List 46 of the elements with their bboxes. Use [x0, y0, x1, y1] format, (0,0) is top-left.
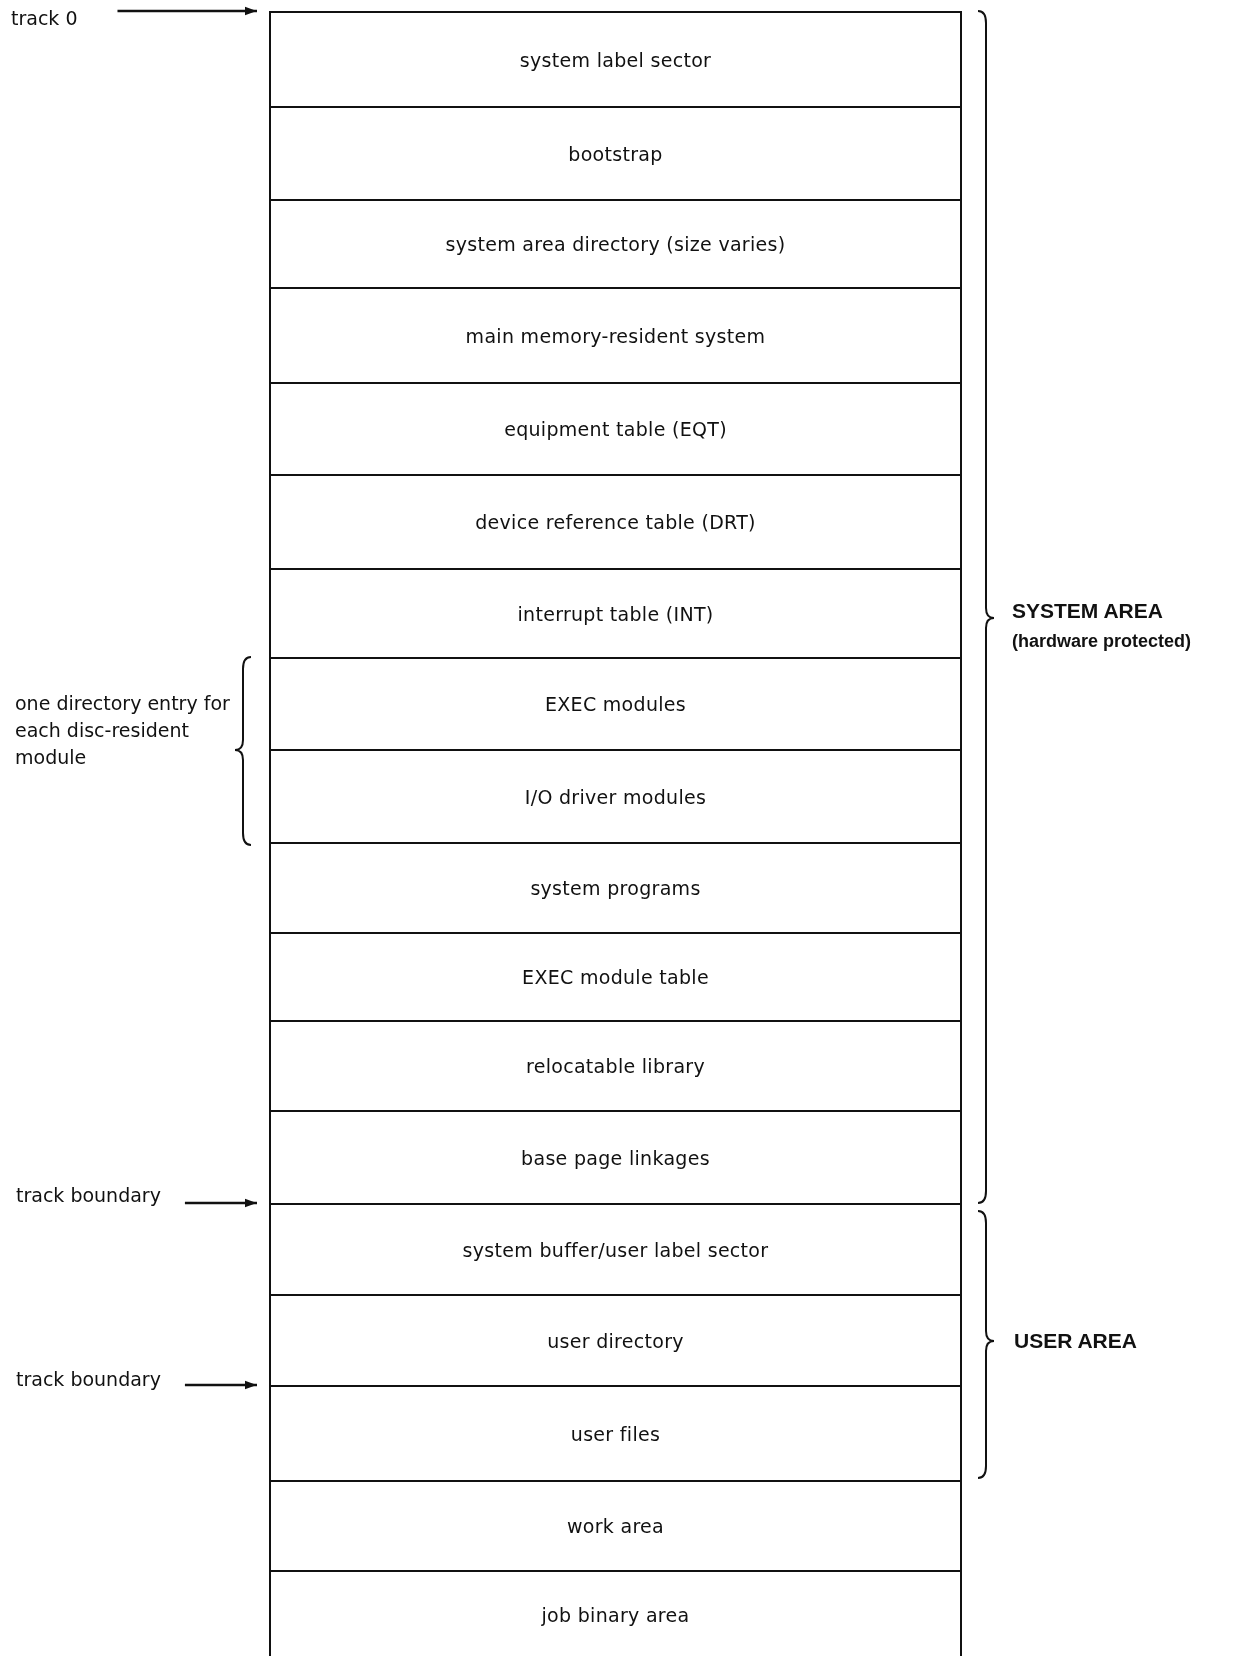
memory-region-box: [269, 657, 962, 749]
memory-region-box: [269, 382, 962, 474]
memory-region-box: [269, 749, 962, 842]
region-label: user files: [570, 1422, 661, 1445]
region-label: system label sector: [519, 48, 712, 71]
memory-region-box: [269, 1110, 962, 1203]
area-label: SYSTEM AREA: [1012, 598, 1163, 624]
arrow: [184, 1198, 257, 1208]
region-label: system area directory (size varies): [445, 233, 786, 255]
memory-region-box: [269, 1020, 962, 1110]
memory-region-box: [269, 1385, 962, 1480]
region-label: relocatable library: [525, 1055, 706, 1077]
memory-region-box: [269, 287, 962, 382]
memory-region-box: [269, 1203, 962, 1294]
region-label: main memory-resident system: [465, 324, 766, 347]
pointer-label: track boundary: [16, 1182, 161, 1209]
region-label: work area: [566, 1515, 665, 1537]
memory-region-box: [269, 11, 962, 106]
region-label: EXEC modules: [544, 693, 686, 715]
region-label: bootstrap: [568, 142, 663, 165]
region-label: base page linkages: [521, 1146, 710, 1169]
pointer-label: track 0: [11, 5, 78, 32]
region-label: I/O driver modules: [524, 785, 707, 808]
memory-region-box: [269, 842, 962, 932]
memory-region-box: [269, 1480, 962, 1570]
arrow: [117, 6, 257, 16]
memory-region-box: [269, 1294, 962, 1385]
region-label: equipment table (EQT): [504, 418, 727, 440]
region-label: user directory: [547, 1329, 684, 1352]
memory-region-box: [269, 932, 962, 1020]
region-label: EXEC module table: [522, 966, 709, 988]
area-label: one directory entry for each disc-resident module: [15, 691, 231, 770]
area-label: (hardware protected): [1012, 630, 1192, 653]
arrow: [184, 1380, 257, 1390]
memory-region-box: [269, 106, 962, 199]
region-label: job binary area: [541, 1604, 690, 1626]
region-label: interrupt table (INT): [517, 602, 714, 625]
area-label: USER AREA: [1014, 1328, 1137, 1354]
memory-region-box: [269, 1570, 962, 1656]
memory-region-box: [269, 474, 962, 568]
region-label: system buffer/user label sector: [462, 1238, 769, 1261]
memory-region-box: [269, 568, 962, 657]
region-label: device reference table (DRT): [475, 511, 756, 533]
pointer-label: track boundary: [16, 1366, 161, 1393]
memory-region-box: [269, 199, 962, 287]
region-label: system programs: [530, 877, 701, 899]
